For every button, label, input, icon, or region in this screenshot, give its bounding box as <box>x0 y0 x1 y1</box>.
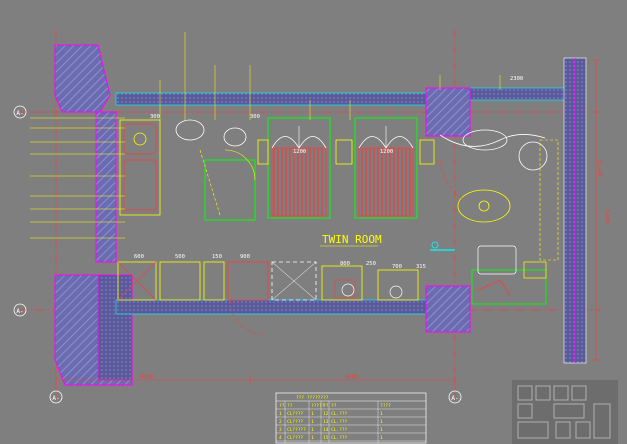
table-cell: 15 <box>323 435 329 441</box>
table-cell: 1 <box>311 427 314 433</box>
table-cell: 3 <box>279 427 282 433</box>
table-cell: CL.??? <box>331 427 348 433</box>
dim-bed-left: 1200 <box>293 149 306 155</box>
dim-right-mid: CL.RR <box>596 160 602 177</box>
grid-label-v2: A- <box>451 395 458 402</box>
table-cell: CL????? <box>287 427 306 433</box>
table-cell: 13 <box>323 419 329 425</box>
room-label: TWIN ROOM <box>322 233 382 246</box>
table-cell: CL???? <box>287 419 304 425</box>
dim-bottom-right: 4200 <box>345 374 358 380</box>
table-cell: 14 <box>323 427 329 433</box>
dim-bottom-left: 4200 <box>140 374 153 380</box>
lounge-area <box>439 129 559 261</box>
dim-700: 700 <box>392 264 402 270</box>
dim-250: 250 <box>366 261 376 267</box>
dim-900: 900 <box>240 254 250 260</box>
dimension-texts: 1200 1200 300 300 600 500 900 800 700 25… <box>134 76 610 380</box>
table-cell: 1 <box>380 435 383 441</box>
table-cell: 2 <box>279 419 282 425</box>
bed-right <box>354 117 418 219</box>
table-cell: 1 <box>380 419 383 425</box>
wardrobe-row <box>117 261 419 336</box>
grid-bubble-bottom-right: A- <box>448 390 462 404</box>
minimap-thumbnail <box>512 380 618 444</box>
grid-bubble-bottom-left: A- <box>49 390 63 404</box>
leader-lines-top <box>159 32 501 120</box>
table-header-cell: ???? <box>380 403 391 409</box>
table-cell: 1 <box>380 411 383 417</box>
table-cell: CL???? <box>287 435 304 441</box>
dim-800: 800 <box>340 261 350 267</box>
table-cell: 1 <box>311 411 314 417</box>
leader-lines-left <box>30 117 125 239</box>
entry-area <box>430 241 547 305</box>
dim-bed-right: 1200 <box>380 149 393 155</box>
table-header-cell: ?? <box>323 403 329 409</box>
table-cell: CL.??? <box>331 419 348 425</box>
table-header-cell: ?? <box>279 403 285 409</box>
dim-150: 150 <box>212 254 222 260</box>
table-header-cell: ?? <box>331 403 337 409</box>
dim-300b: 300 <box>250 114 260 120</box>
table-cell: CL???? <box>287 411 304 417</box>
table-cell: 1 <box>279 411 282 417</box>
table-header-cell: ?? <box>287 403 293 409</box>
grid-bubble-left-bottom: A- <box>13 303 27 317</box>
table-cell: 1 <box>380 427 383 433</box>
dim-300a: 300 <box>150 114 160 120</box>
table-title: ??? ???????? <box>296 395 329 401</box>
table-cell: CL.??? <box>331 435 348 441</box>
grid-label-a2: A- <box>16 308 23 315</box>
dim-600: 600 <box>134 254 144 260</box>
table-cell: CL.??? <box>331 411 348 417</box>
table-cell: 1 <box>311 435 314 441</box>
bathroom-fixtures <box>119 119 256 221</box>
grid-label-v1: A- <box>52 395 59 402</box>
dimension-bottom <box>55 376 456 384</box>
table-header-cell: ????? <box>311 403 325 409</box>
dimension-right <box>592 59 600 361</box>
table-cell: 4 <box>279 435 282 441</box>
grid-bubble-left-top: A- <box>13 105 27 119</box>
table-cell: 12 <box>323 411 329 417</box>
nightstands <box>257 139 435 165</box>
grid-label-a1: A- <box>16 110 23 117</box>
dim-500: 500 <box>175 254 185 260</box>
table-cell: 1 <box>311 419 314 425</box>
dim-2300: 2300 <box>510 76 523 82</box>
walls <box>54 44 587 386</box>
dim-315: 315 <box>416 264 426 270</box>
bed-left <box>267 117 331 219</box>
dim-right: 6100 <box>604 210 610 223</box>
